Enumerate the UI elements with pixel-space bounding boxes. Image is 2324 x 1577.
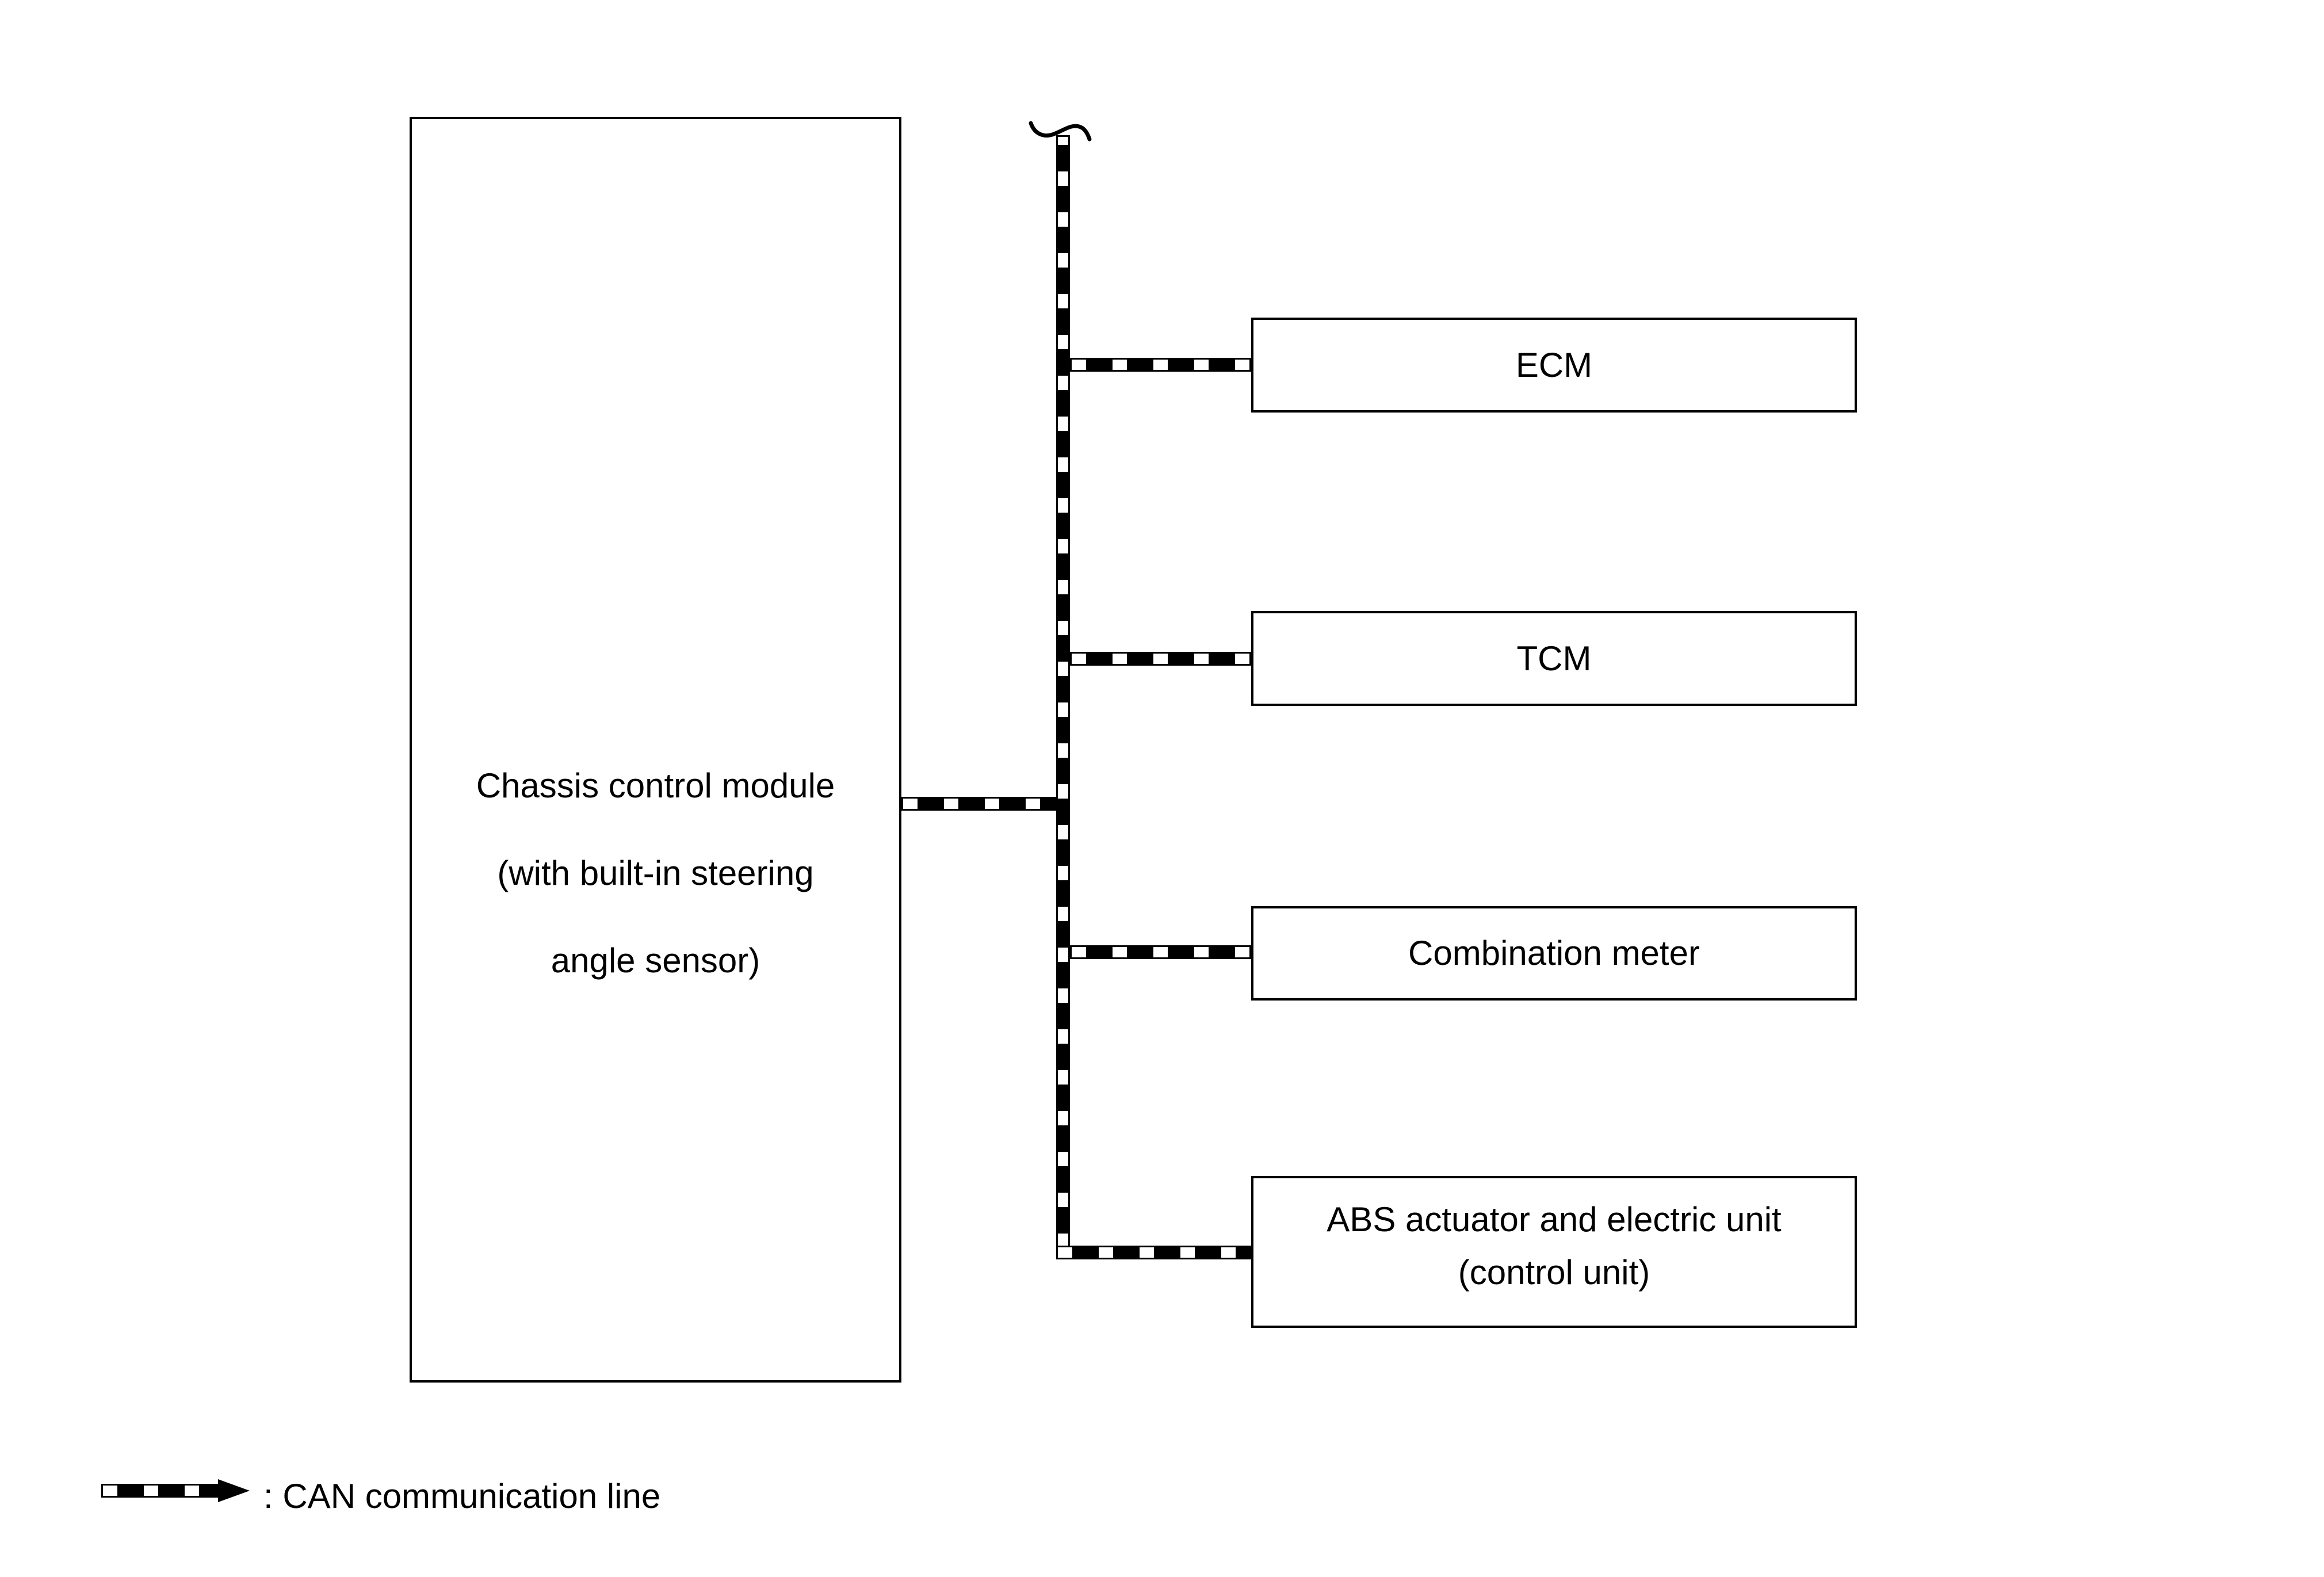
chassis-label-line-1: Chassis control module <box>476 766 835 805</box>
chassis-label-line-3: angle sensor) <box>551 941 760 980</box>
abs-unit-label-line-1: ABS actuator and electric unit <box>1327 1200 1782 1239</box>
legend-label: : CAN communication line <box>263 1477 661 1515</box>
bus-break-squiggle-icon <box>1029 121 1092 142</box>
chassis-label-line-2: (with built-in steering <box>497 854 814 892</box>
ecm-label: ECM <box>1515 345 1593 384</box>
abs-unit-box: ABS actuator and electric unit (control … <box>1251 1176 1857 1328</box>
ecm-box: ECM <box>1251 318 1857 413</box>
can-connector-tcm <box>1070 652 1251 666</box>
combination-meter-box: Combination meter <box>1251 906 1857 1001</box>
chassis-control-module-box <box>410 117 901 1383</box>
can-connector-chassis <box>901 797 1056 811</box>
chassis-control-module-label: Chassis control module (with built-in st… <box>410 720 901 1026</box>
can-bus-trunk-line <box>1056 135 1070 1259</box>
can-connector-combination-meter <box>1070 945 1251 959</box>
legend-can-line-sample <box>101 1484 219 1498</box>
legend-arrowhead-icon <box>218 1479 250 1502</box>
tcm-label: TCM <box>1516 639 1592 678</box>
can-connector-abs-unit <box>1056 1246 1251 1259</box>
tcm-box: TCM <box>1251 611 1857 706</box>
abs-unit-label-line-2: (control unit) <box>1458 1253 1650 1292</box>
can-connector-ecm <box>1070 358 1251 372</box>
combination-meter-label: Combination meter <box>1408 934 1700 972</box>
